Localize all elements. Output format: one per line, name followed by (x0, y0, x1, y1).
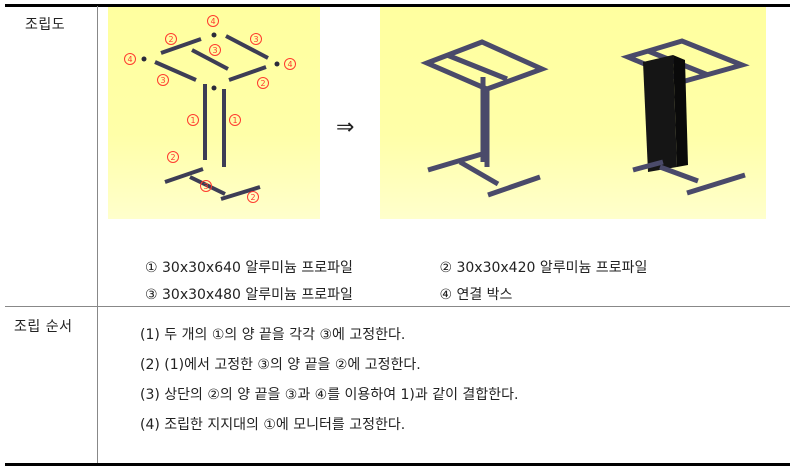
svg-text:2: 2 (168, 35, 173, 44)
assembly-steps-list: (1) 두 개의 ①의 양 끝을 각각 ③에 고정한다. (2) (1)에서 고… (140, 320, 518, 440)
svg-text:2: 2 (170, 153, 175, 162)
assembly-step-2: (2) (1)에서 고정한 ③의 양 끝을 ②에 고정한다. (140, 357, 421, 373)
svg-text:4: 4 (210, 17, 215, 26)
assembly-step-4: (4) 조립한 지지대의 ①에 모니터를 고정한다. (140, 417, 406, 433)
svg-text:4: 4 (287, 60, 292, 69)
svg-text:2: 2 (250, 193, 255, 202)
table-column-divider (97, 6, 98, 464)
legend-mark: ② (439, 260, 453, 276)
svg-text:3: 3 (253, 35, 258, 44)
assembly-step-3: (3) 상단의 ②의 양 끝을 ③과 ④를 이용하여 1)과 같이 결합한다. (140, 387, 519, 403)
svg-text:1: 1 (232, 116, 237, 125)
row-label-assembly-order: 조립 순서 (14, 319, 73, 335)
legend-mark: ① (145, 260, 158, 276)
legend-mark: ③ (145, 287, 158, 303)
legend-text: 연결 박스 (456, 287, 513, 303)
svg-text:3: 3 (160, 76, 165, 85)
legend-item-part-1: ① 30x30x640 알루미늄 프로파일 (145, 257, 435, 277)
exploded-parts-drawing: 4 2 3 3 4 4 3 2 1 1 2 3 2 (124, 15, 296, 203)
svg-text:2: 2 (260, 79, 265, 88)
table-top-border (5, 4, 790, 7)
legend-mark: ④ (439, 287, 453, 303)
legend-text: 30x30x480 알루미늄 프로파일 (162, 287, 353, 303)
parts-legend-row-2: ③ 30x30x480 알루미늄 프로파일 ④ 연결 박스 (145, 284, 512, 304)
table-row-divider (5, 306, 790, 307)
legend-item-part-2: ② 30x30x420 알루미늄 프로파일 (439, 257, 647, 277)
svg-text:4: 4 (127, 55, 132, 64)
parts-legend-row-1: ① 30x30x640 알루미늄 프로파일 ② 30x30x420 알루미늄 프… (145, 257, 647, 277)
assembly-step-1: (1) 두 개의 ①의 양 끝을 각각 ③에 고정한다. (140, 327, 406, 343)
exploded-parts-figure: 4 2 3 3 4 4 3 2 1 1 2 3 2 (108, 7, 320, 219)
svg-text:3: 3 (203, 182, 208, 191)
arrow-icon: ⇒ (336, 115, 355, 140)
legend-item-part-3: ③ 30x30x480 알루미늄 프로파일 (145, 284, 435, 304)
legend-text: 30x30x640 알루미늄 프로파일 (162, 260, 353, 276)
assembled-stand-figure (380, 7, 766, 219)
table-bottom-border (5, 463, 790, 466)
legend-item-part-4: ④ 연결 박스 (439, 284, 512, 304)
legend-text: 30x30x420 알루미늄 프로파일 (456, 260, 648, 276)
row-label-assembly-diagram: 조립도 (25, 17, 66, 33)
assembled-stand-drawing (420, 38, 750, 198)
svg-text:1: 1 (190, 116, 195, 125)
svg-text:3: 3 (212, 46, 217, 55)
